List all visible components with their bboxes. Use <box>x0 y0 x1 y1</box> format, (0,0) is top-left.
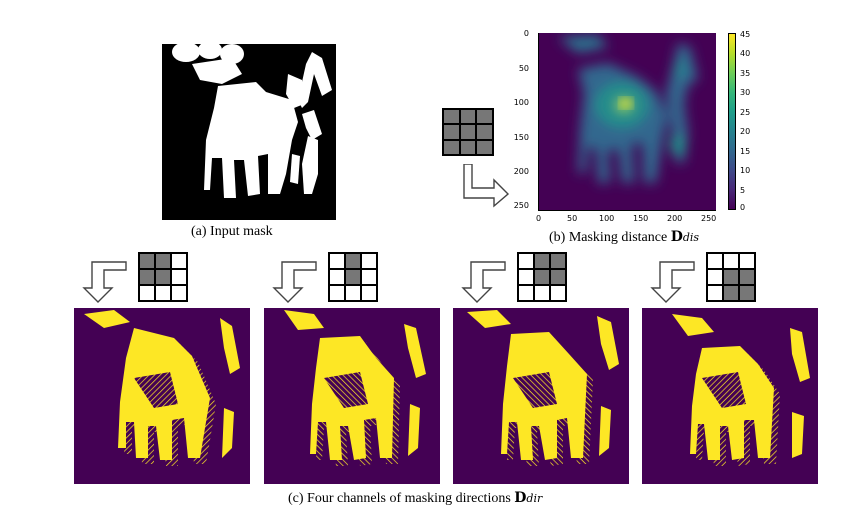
kernel-cell <box>171 253 187 269</box>
colorbar-tick: 5 <box>740 186 746 195</box>
x-tick-label: 200 <box>667 214 683 223</box>
x-tick-label: 0 <box>536 214 542 223</box>
heatmap-y-axis <box>532 33 539 210</box>
direction-channel-image <box>74 308 250 484</box>
caption-b: (b) Masking distance Ddis <box>549 229 700 245</box>
kernel-cell <box>139 285 155 301</box>
kernel-cell <box>518 253 534 269</box>
y-tick-label: 50 <box>518 64 529 73</box>
x-tick-label: 50 <box>567 214 578 223</box>
y-tick-label: 100 <box>513 98 529 107</box>
down-arrow-icon <box>272 261 317 303</box>
kernel-cell <box>361 269 377 285</box>
colorbar-tick: 45 <box>740 30 751 39</box>
kernel-cell <box>361 285 377 301</box>
direction-channel-image <box>264 308 440 484</box>
direction-kernel-grid <box>706 252 756 302</box>
y-tick-label: 150 <box>513 133 529 142</box>
kernel-cell <box>534 253 550 269</box>
colorbar-tick: 40 <box>740 49 751 58</box>
direction-channel-image <box>453 308 629 484</box>
y-tick-label: 250 <box>513 201 529 210</box>
colorbar-tick: 10 <box>740 166 751 175</box>
kernel-cell <box>361 253 377 269</box>
kernel-cell <box>550 253 566 269</box>
y-tick-label: 0 <box>523 29 529 38</box>
full-kernel-grid <box>442 108 494 156</box>
kernel-cell <box>723 285 739 301</box>
kernel-cell <box>329 253 345 269</box>
kernel-cell <box>155 253 171 269</box>
kernel-cell <box>345 269 361 285</box>
colorbar-tick: 20 <box>740 127 751 136</box>
direction-kernel-grid <box>138 252 188 302</box>
kernel-cell <box>345 285 361 301</box>
kernel-cell <box>723 269 739 285</box>
colorbar-tick: 0 <box>740 203 746 212</box>
direction-channel-image <box>642 308 818 484</box>
down-arrow-icon <box>461 261 506 303</box>
x-tick-label: 250 <box>701 214 717 223</box>
kernel-cell <box>139 253 155 269</box>
kernel-cell <box>171 269 187 285</box>
right-arrow-icon <box>463 164 510 208</box>
x-tick-label: 100 <box>599 214 615 223</box>
y-tick-label: 200 <box>513 167 529 176</box>
kernel-cell <box>329 285 345 301</box>
direction-kernel-grid <box>517 252 567 302</box>
colorbar-tick: 25 <box>740 108 751 117</box>
direction-kernel-grid <box>328 252 378 302</box>
kernel-cell <box>723 253 739 269</box>
colorbar <box>728 33 736 210</box>
kernel-cell <box>739 253 755 269</box>
kernel-cell <box>345 253 361 269</box>
kernel-cell <box>534 269 550 285</box>
heatmap-x-axis <box>538 210 716 215</box>
kernel-cell <box>534 285 550 301</box>
masking-distance-heatmap <box>538 33 716 210</box>
kernel-cell <box>550 285 566 301</box>
colorbar-tick: 35 <box>740 69 751 78</box>
down-arrow-icon <box>82 261 127 303</box>
kernel-cell <box>139 269 155 285</box>
kernel-cell <box>550 269 566 285</box>
input-mask-image <box>162 41 336 220</box>
caption-a: (a) Input mask <box>191 224 273 239</box>
kernel-cell <box>707 253 723 269</box>
kernel-cell <box>707 285 723 301</box>
colorbar-tick: 30 <box>740 88 751 97</box>
caption-c: (c) Four channels of masking directions … <box>288 490 543 506</box>
kernel-cell <box>171 285 187 301</box>
kernel-cell <box>155 285 171 301</box>
kernel-cell <box>155 269 171 285</box>
kernel-cell <box>739 285 755 301</box>
kernel-cell <box>518 269 534 285</box>
kernel-cell <box>739 269 755 285</box>
down-arrow-icon <box>650 261 695 303</box>
kernel-cell <box>329 269 345 285</box>
kernel-cell <box>707 269 723 285</box>
colorbar-tick: 15 <box>740 147 751 156</box>
x-tick-label: 150 <box>633 214 649 223</box>
kernel-cell <box>518 285 534 301</box>
